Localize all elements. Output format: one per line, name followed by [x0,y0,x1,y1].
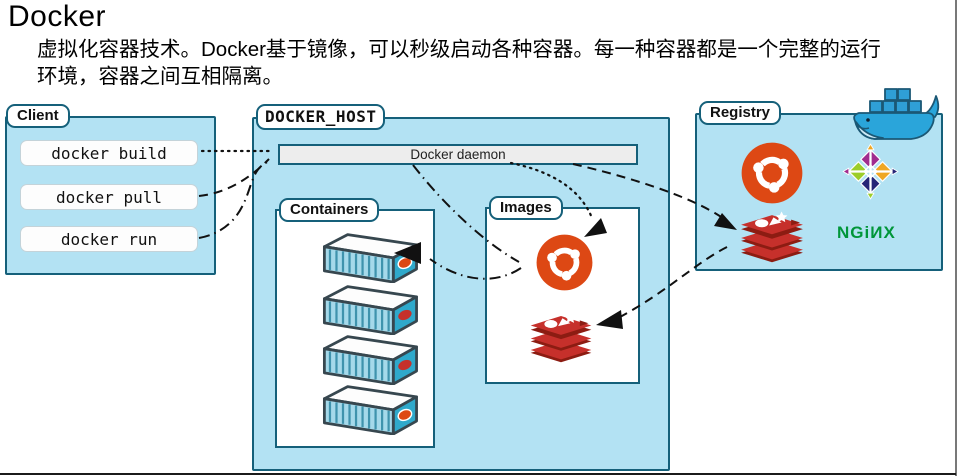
command-docker-pull: docker pull [20,184,198,210]
images-label: Images [489,196,563,220]
page-title: Docker [8,0,107,33]
description-line-1: 虚拟化容器技术。Docker基于镜像，可以秒级启动各种容器。每一种容器都是一个完… [37,38,881,61]
containers-panel: Containers [275,198,435,448]
centos-logo [842,143,899,200]
container-icon-ubuntu [322,233,418,283]
command-docker-run: docker run [20,226,198,252]
container-icon-redis [322,285,418,335]
container-icon-ubuntu [322,385,418,435]
docker-host-box: DOCKER_HOST Docker daemon Containers [252,104,670,471]
client-label: Client [6,104,70,128]
docker-host-label: DOCKER_HOST [256,104,386,130]
containers-label: Containers [279,198,380,222]
command-docker-build: docker build [20,140,198,166]
registry-label: Registry [699,101,782,125]
redis-logo [530,312,592,363]
screen-right-edge [955,0,957,476]
ubuntu-logo [536,234,593,291]
screen-bottom-edge [0,472,956,475]
description-line-2: 环境，容器之间互相隔离。 [37,65,283,88]
registry-box: Registry [695,101,943,271]
images-panel: Images [485,196,640,384]
container-icon-redis [322,335,418,385]
docker-daemon-bar: Docker daemon [278,144,638,165]
redis-logo [741,211,803,263]
ubuntu-logo [741,142,803,204]
docker-whale-icon [853,88,940,140]
client-box: Client docker build docker pull docker r… [5,104,216,275]
nginx-logo: NGiИX [837,223,896,242]
